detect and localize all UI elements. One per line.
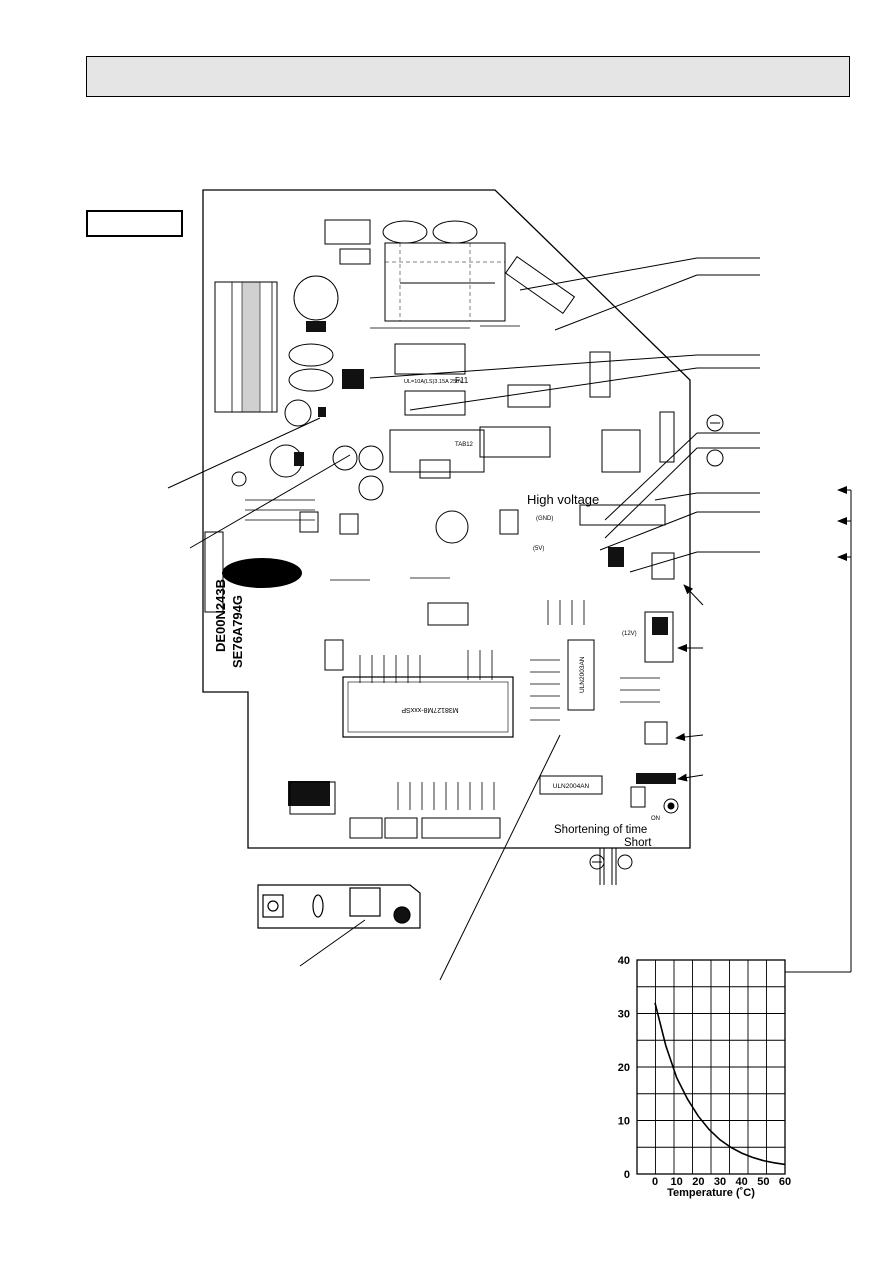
- chart-y-tick-label: 40: [618, 955, 630, 967]
- short-label: Short: [624, 837, 652, 849]
- connector-cnw1: [324, 219, 576, 314]
- chart-grid: [636, 959, 786, 1175]
- resistor-rows: [245, 325, 660, 810]
- right-components: [479, 351, 679, 814]
- chart-x-tick-label: 60: [779, 1176, 791, 1188]
- chart-x-tick-label: 50: [757, 1176, 769, 1188]
- chart-x-tick-label: 40: [736, 1176, 748, 1188]
- gnd-label: (GND): [536, 516, 553, 522]
- page-header-bar: [86, 56, 850, 97]
- sub-board: [257, 884, 421, 929]
- chart-y-tick-label: 20: [618, 1062, 630, 1074]
- capacitors-top: [231, 220, 478, 544]
- bracket-arrows: [785, 486, 852, 973]
- chart-x-ticks: 0 10 20 30 40 50 60: [652, 1176, 791, 1188]
- pcb-outline: [202, 189, 691, 849]
- twelve-v-label: (12V): [622, 631, 637, 637]
- high-voltage-label: High voltage: [527, 492, 599, 507]
- ic152-chip: ULN2004AN: [539, 775, 603, 795]
- fuse-label: F11: [455, 376, 469, 385]
- heat-sink: [214, 281, 278, 413]
- chart-x-tick-label: 0: [652, 1176, 658, 1188]
- ic152-label: ULN2004AN: [553, 783, 590, 790]
- on-label: ON: [651, 816, 660, 822]
- chart-x-tick-label: 30: [714, 1176, 726, 1188]
- board-id-2: SE76A794G: [230, 595, 245, 668]
- leader-lines: [167, 257, 698, 981]
- pointer-arrows: [675, 584, 704, 782]
- thermistor-chart: 0 10 20 30 40 0 10 20 30 40 50 60 Temperature (˚C): [618, 955, 791, 1199]
- chart-y-tick-label: 10: [618, 1116, 630, 1128]
- tab-label: TAB12: [455, 442, 474, 448]
- dark-components: [288, 321, 676, 806]
- chart-y-tick-label: 0: [624, 1169, 630, 1181]
- chart-x-tick-label: 10: [671, 1176, 683, 1188]
- ic-vertical: ULN2003AN: [567, 639, 595, 711]
- middle-components: [299, 343, 519, 671]
- chart-x-axis-label: Temperature (˚C): [667, 1187, 755, 1199]
- board-id-1: DE00N243B: [213, 579, 228, 652]
- chart-y-ticks: 0 10 20 30 40: [618, 955, 630, 1181]
- transformer: [384, 242, 506, 322]
- left-connector: [204, 531, 224, 613]
- five-v-label: (5V): [533, 546, 544, 552]
- bottom-connectors: [289, 781, 501, 839]
- chart-series-line: [654, 1002, 786, 1166]
- buzzer: [222, 558, 302, 588]
- ic101-chip: M38127M8-xxxSP: [342, 676, 514, 738]
- chart-x-tick-label: 20: [692, 1176, 704, 1188]
- chart-y-tick-label: 30: [618, 1009, 630, 1021]
- ic101-label: M38127M8-xxxSP: [401, 706, 459, 713]
- shortening-label: Shortening of time: [554, 824, 647, 836]
- ic-vertical-label: ULN2003AN: [579, 656, 586, 693]
- polarity-symbols: [589, 414, 724, 870]
- right-guide-lines: [697, 257, 760, 553]
- board-label-box: [86, 210, 183, 237]
- fuse-rating: UL=10A(LS)3.15A 250V: [404, 379, 463, 385]
